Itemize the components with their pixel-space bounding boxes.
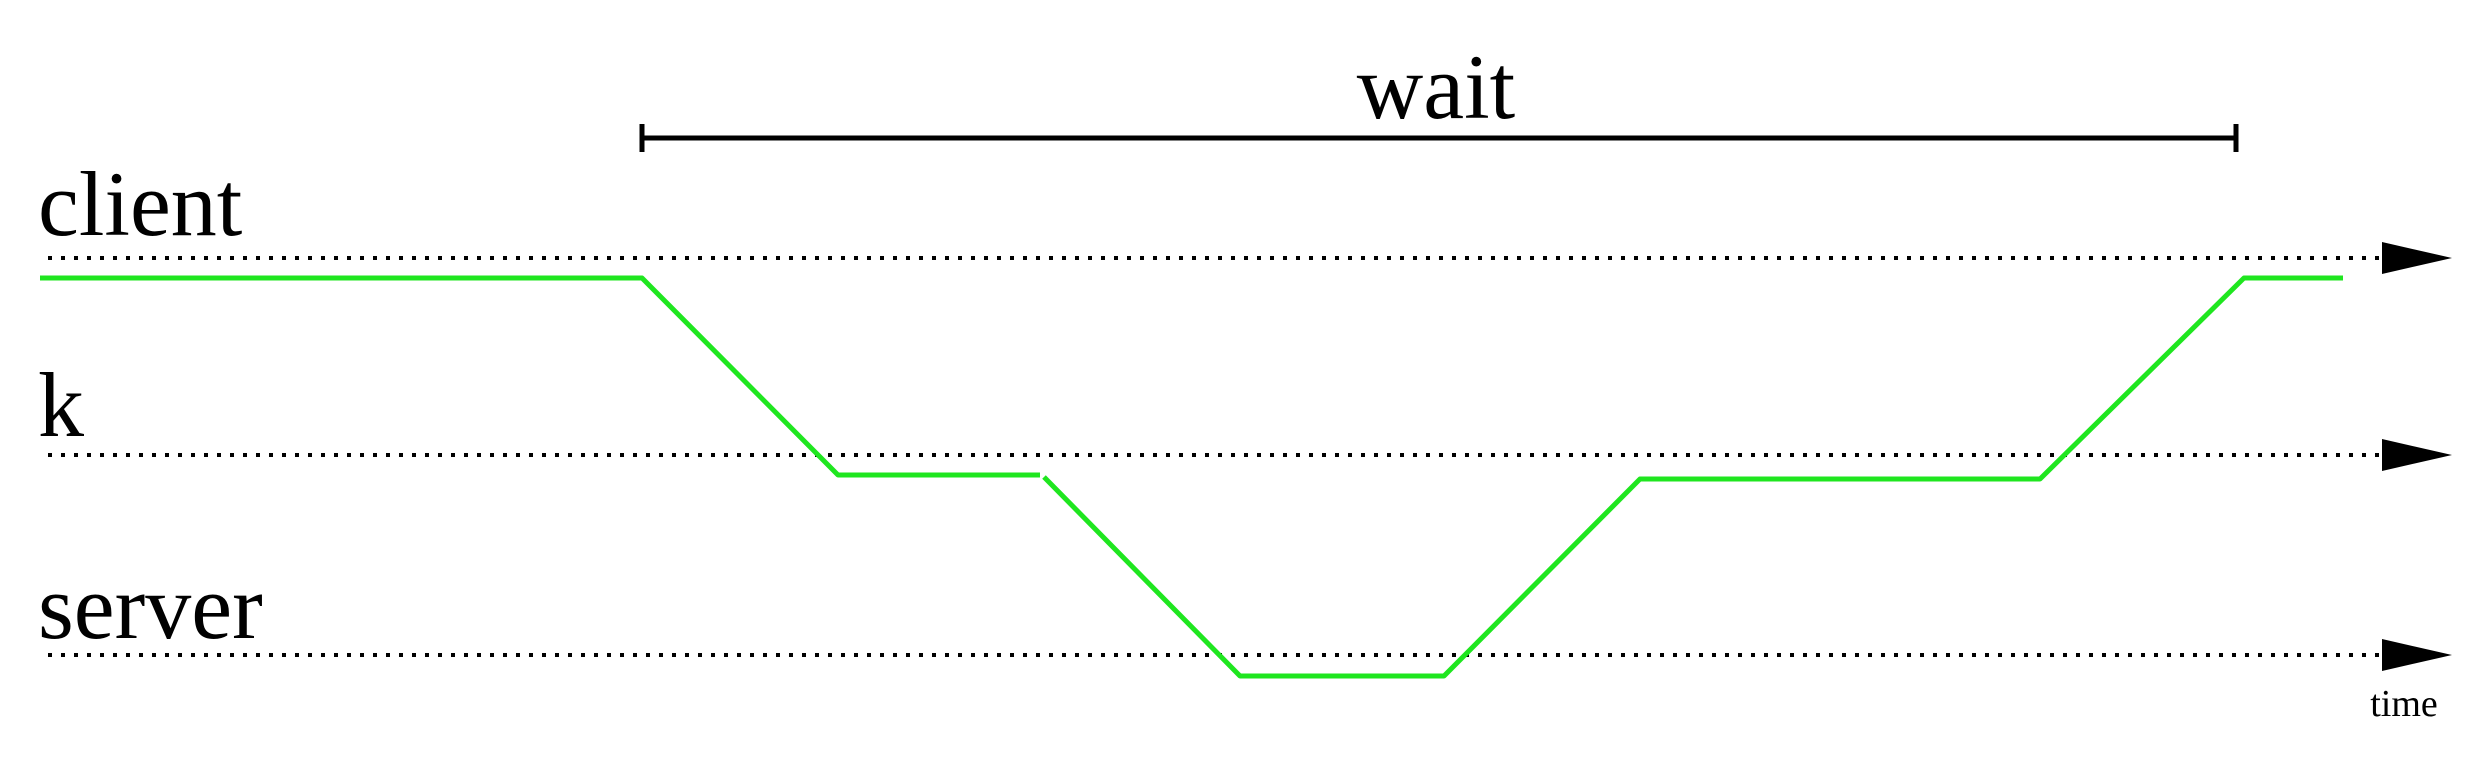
lane-line-server	[48, 639, 2452, 671]
wait-label: wait	[1357, 36, 1516, 138]
lane-line-k	[48, 439, 2452, 471]
wait-bracket	[639, 124, 2239, 152]
lane-label-k: k	[38, 354, 84, 456]
lane-line-client	[48, 242, 2452, 274]
lane-label-client: client	[38, 153, 243, 255]
message-path-to-server	[1042, 275, 2343, 679]
time-axis-label: time	[2370, 683, 2438, 725]
lane-label-server: server	[38, 556, 263, 658]
arrow-head-icon	[2382, 439, 2452, 471]
arrow-head-icon	[2382, 242, 2452, 274]
arrow-head-icon	[2382, 639, 2452, 671]
message-path-outbound	[40, 275, 1040, 478]
